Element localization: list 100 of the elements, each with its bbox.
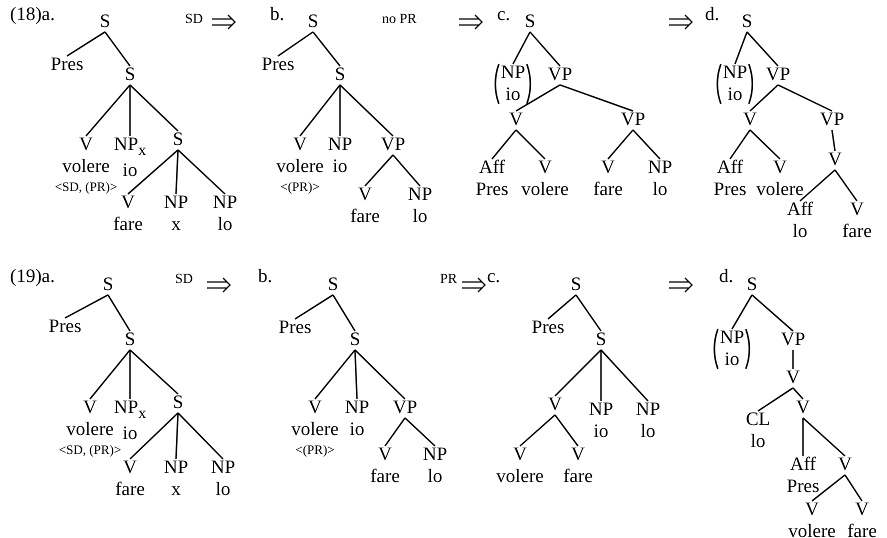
tree-branch: [129, 350, 131, 399]
category-label: S: [172, 130, 184, 150]
category-label: NP: [164, 193, 188, 213]
tree-branch: [177, 412, 224, 460]
example-label: b.: [270, 4, 284, 26]
category-label: S: [308, 12, 318, 32]
rule-label: PR: [440, 272, 458, 288]
tree-branch: [128, 149, 178, 195]
category-label: S: [350, 330, 360, 350]
word-label: fare: [842, 222, 872, 242]
word-label: fare: [350, 206, 380, 227]
word-label: volere: [62, 156, 110, 177]
tree-branch: [130, 349, 178, 395]
tree-branch: [129, 412, 179, 460]
category-label: V: [308, 398, 322, 418]
word-label: volere: [788, 522, 836, 538]
category-label: V: [571, 445, 585, 465]
category-label: V: [796, 398, 810, 418]
tree-branch: [802, 417, 846, 457]
category-label: S: [100, 12, 110, 32]
word-label: volere: [276, 156, 324, 177]
tree-branch: [607, 129, 634, 160]
tree-branch: [731, 294, 753, 330]
word-label: volere: [521, 180, 569, 200]
tree-branch: [520, 414, 556, 447]
tree-branch: [729, 130, 751, 160]
category-label: V: [358, 185, 372, 205]
category-label: V: [773, 158, 787, 178]
category-label: S: [334, 65, 346, 85]
word-label: lo: [640, 422, 656, 442]
category-label: VP: [380, 135, 406, 155]
category-label: VP: [392, 398, 418, 418]
word-label: x: [171, 480, 181, 500]
tree-branch: [299, 84, 341, 136]
category-label: V: [838, 455, 852, 475]
word-label: volere: [291, 420, 339, 440]
category-label: NP: [500, 63, 526, 83]
category-label: NP: [588, 400, 614, 420]
category-label: Pres: [278, 318, 312, 338]
category-label: NP: [408, 185, 432, 205]
rule-label: SD: [175, 272, 193, 288]
category-label: V: [378, 445, 392, 465]
category-label: V: [509, 110, 523, 130]
category-label: V: [513, 445, 527, 465]
example-label: c.: [487, 266, 500, 288]
category-label: V: [743, 110, 757, 130]
word-label: io: [506, 84, 520, 105]
category-label: S: [570, 275, 582, 295]
category-label: NP: [164, 458, 188, 478]
category-label: NP$_{x}$: [114, 398, 146, 422]
category-label: NP: [722, 63, 748, 83]
word-label: io: [724, 350, 740, 370]
tree-branch: [294, 294, 334, 320]
tree-branch: [746, 31, 779, 66]
category-label: S: [742, 12, 752, 32]
word-label: fare: [113, 214, 143, 235]
word-label: io: [350, 420, 364, 440]
tree-branch: [332, 294, 356, 332]
tree-branch: [404, 417, 436, 447]
category-label: V: [83, 398, 97, 418]
tree-branch: [844, 474, 863, 502]
tree-branch: [175, 150, 179, 194]
word-label: fare: [370, 466, 400, 487]
category-label: V: [850, 200, 864, 220]
category-label: VP: [780, 330, 806, 350]
category-label: V: [601, 158, 615, 178]
word-label: volere: [756, 180, 804, 200]
tree-branch: [749, 129, 781, 160]
rule-label: no PR: [382, 12, 417, 28]
category-label: NP: [648, 158, 672, 178]
category-label: NP: [210, 458, 236, 478]
category-label: Aff: [478, 158, 506, 178]
category-label: Pres: [532, 318, 564, 338]
category-label: NP: [422, 445, 448, 465]
tree-branch: [758, 387, 794, 412]
tree-branch: [800, 169, 836, 202]
category-label: NP: [328, 135, 352, 155]
word-label: io: [332, 156, 348, 177]
tree-branch: [64, 294, 108, 319]
example-label: (19)a.: [10, 266, 55, 288]
tree-branch: [734, 32, 748, 64]
example-label: b.: [258, 266, 272, 288]
tree-branch: [752, 294, 794, 332]
word-label: lo: [218, 214, 232, 235]
tree-branch: [792, 387, 804, 400]
tree-branch: [575, 294, 602, 332]
word-label: volere: [66, 420, 114, 440]
word-label: io: [122, 161, 138, 182]
tree-branch: [85, 84, 131, 136]
tree-branch: [491, 129, 517, 160]
tree-branch: [600, 349, 649, 402]
category-label: Pres: [262, 55, 294, 75]
category-label: Aff: [716, 158, 744, 178]
word-label: fare: [563, 466, 593, 487]
feature-label: <(PR)>: [280, 180, 320, 194]
feature-label: <SD, (PR)>: [54, 180, 118, 194]
tree-branch: [314, 349, 356, 400]
tree-branch: [89, 349, 131, 400]
tree-branch: [834, 170, 858, 202]
tree-branch: [632, 129, 661, 160]
